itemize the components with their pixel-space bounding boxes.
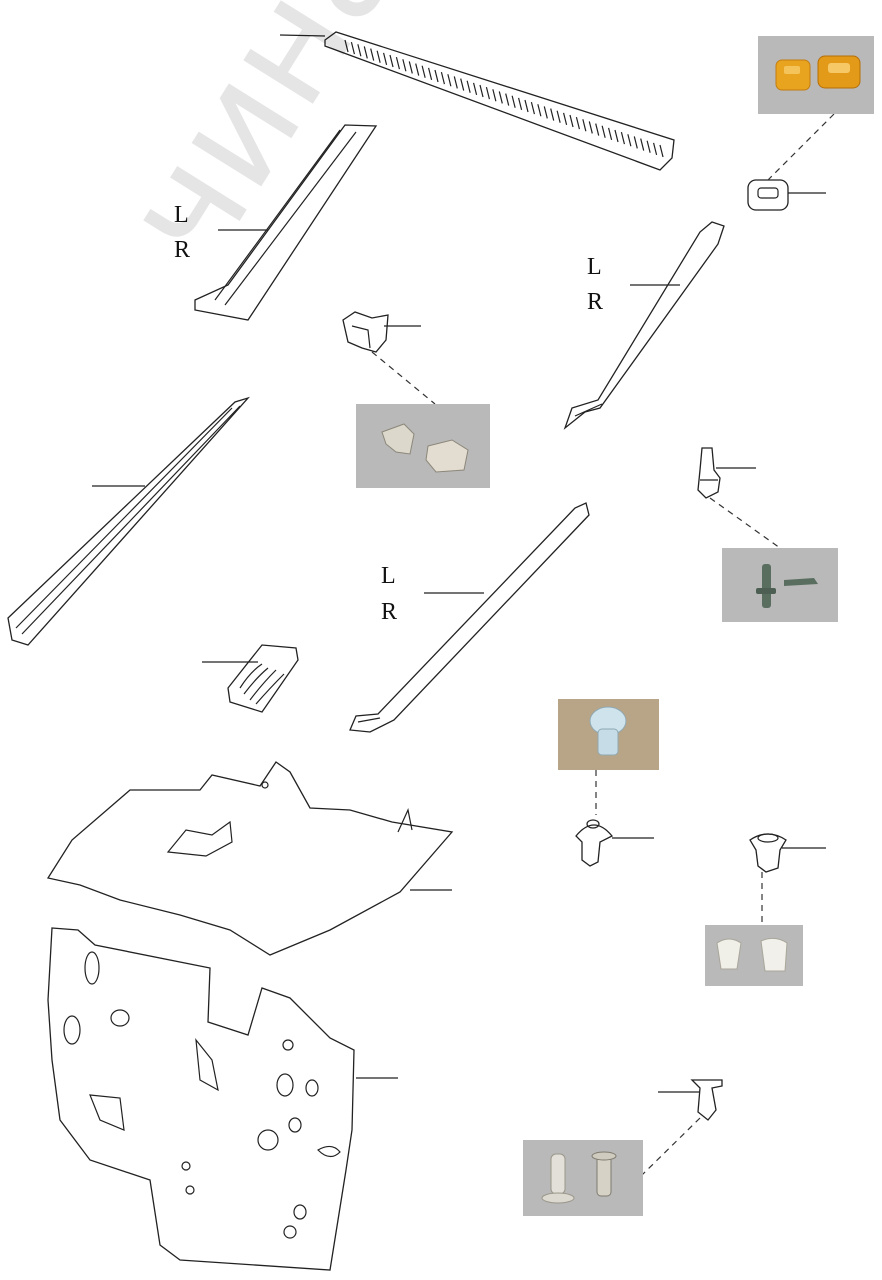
rib [466,80,471,93]
rib [524,99,529,113]
rib [659,144,664,158]
dashed-connector [709,497,781,549]
rib [569,114,574,128]
label-left-upper: L [174,202,189,228]
rib [479,84,484,98]
rib [434,69,439,83]
trim-clip-bracket [342,311,436,405]
rib [363,46,368,59]
fir-tree-clip-round [575,770,654,867]
rib [395,56,401,70]
dashed-connector [641,1117,701,1176]
rib [498,91,503,104]
label-right-upper: R [174,237,191,263]
rib [389,54,394,68]
rib [370,48,375,61]
pillar-trim-upper [194,124,378,321]
rib [505,93,510,106]
rib [582,119,587,132]
rib [601,125,606,138]
rib [646,140,651,153]
rib [460,78,465,91]
rib [408,61,413,74]
rib [588,121,593,134]
rib [492,89,497,102]
dash-insulation-panel [47,927,398,1271]
rib [472,82,478,96]
photo-green-rivets [722,548,838,622]
pedal-pad [202,644,299,713]
label-right-rear: R [587,289,604,315]
rib [640,138,645,151]
dashed-connector [767,113,835,181]
rib [556,110,561,123]
door-sill-strip [7,396,251,646]
rib [530,101,536,115]
rib [453,76,458,89]
photo-orange-clips [758,36,874,114]
rear-scuff-plate [279,31,675,171]
photo-grommets [705,925,803,986]
rib [550,108,555,121]
rib [440,71,446,85]
retainer-clip-square [747,113,835,211]
rib [421,65,426,78]
label-left-rear: L [587,254,602,280]
rib [620,131,626,145]
rib [511,95,516,108]
rib [382,52,388,66]
rib [633,136,638,149]
grommet-clip [749,833,826,925]
rib [652,142,658,156]
push-pin-rivet [697,447,781,549]
photo-clip-bracket [356,404,490,488]
rib [485,86,491,100]
floor-carpet [46,761,454,956]
pillar-trim-front [349,502,590,733]
rib [350,41,356,55]
photo-push-rivets [523,1140,643,1216]
rib [357,44,362,57]
rib [447,74,452,87]
rib [537,104,542,117]
rib [595,123,600,136]
rib [427,67,433,81]
rib [344,39,349,53]
rib [607,127,613,141]
label-right-front: R [381,599,398,625]
dashed-connector [371,351,436,405]
leader-line [279,34,326,37]
rib [614,129,619,143]
rib [376,50,381,63]
push-rivet-lower [641,1079,723,1176]
rib [575,116,581,130]
pillar-trim-rear [563,221,725,430]
rib [415,63,420,76]
label-left-front: L [381,563,396,589]
rib [627,134,632,147]
rib [517,97,523,111]
rib [402,59,407,72]
rib [562,112,568,126]
photo-round-clip [558,699,659,770]
rib [543,106,548,119]
